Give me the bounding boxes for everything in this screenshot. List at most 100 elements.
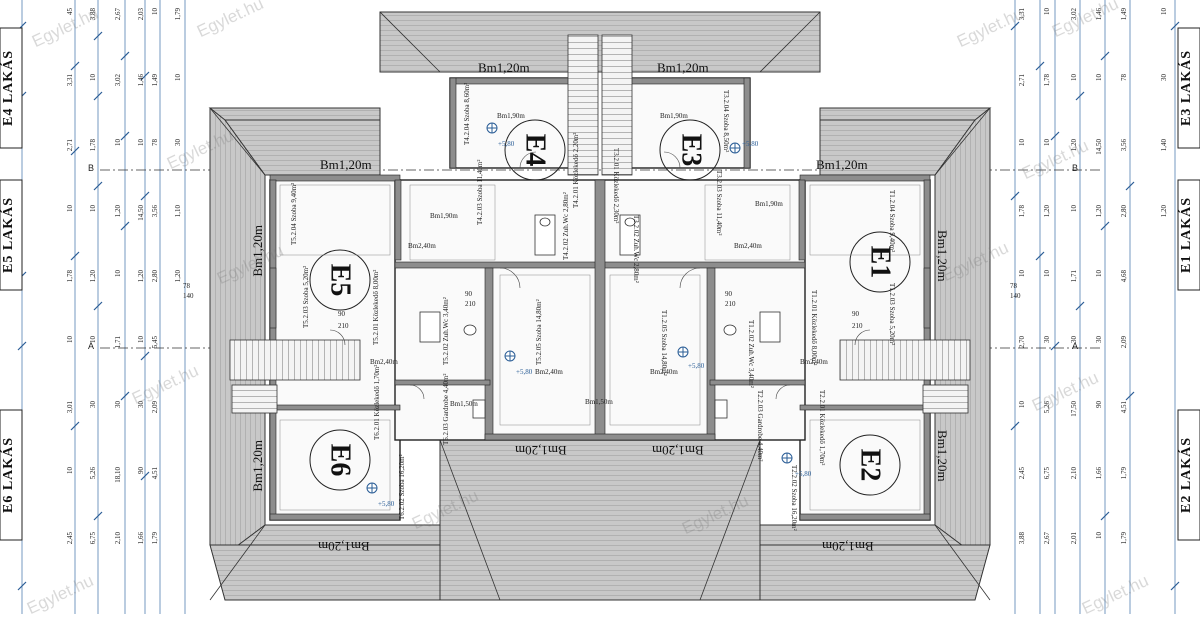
side-label-e4: E4 LAKÁS	[1, 49, 16, 127]
dimension-value: 4,51	[151, 466, 159, 480]
room-label: T6.2.02 Szoba 16,20m²	[398, 454, 406, 520]
door-width: 140	[1010, 292, 1021, 300]
dimension-value: 1,71	[114, 335, 122, 349]
dimension-value: 5,45	[151, 335, 159, 349]
dimension-value: 30	[89, 401, 97, 409]
dimension-value: 1,79	[174, 8, 182, 21]
dimension-value: 30	[137, 401, 145, 409]
dimension-value: 1,20	[137, 270, 145, 283]
dimension-value: 2,45	[1018, 466, 1026, 480]
dimension-value: 10	[137, 335, 145, 343]
room-label: T5.2.02 Zuh.Wc 3,40m²	[442, 297, 450, 365]
dimension-ticks	[17, 21, 1180, 591]
room-label: T1.2.01 Közlekedő 8,00m²	[810, 290, 818, 366]
room-label: T6.2.03 Gardrobe 4,40m²	[442, 373, 450, 445]
dimension-value: 10	[1043, 270, 1051, 278]
dimension-value: 1,78	[1018, 204, 1026, 217]
side-label-boxes	[0, 27, 1200, 541]
dimension-value: 90	[1095, 401, 1103, 409]
room-label: T5.2.01 Közlekedő 8,00m²	[372, 269, 380, 345]
dimension-value: 1,46	[137, 73, 145, 86]
unit-circles	[309, 119, 911, 496]
dimension-value: 10	[89, 204, 97, 212]
door-width: 90	[725, 290, 732, 298]
bm-small: Bm1,90m	[497, 112, 525, 120]
axis-label-a: A	[88, 341, 95, 351]
level-text: +5,80	[742, 140, 759, 148]
dimension-value: 5,26	[89, 466, 97, 480]
room-label: T1.2.05 Szoba 14,80m²	[660, 310, 668, 376]
bm-label: Bm1,20m	[935, 430, 950, 482]
dimension-value: 10	[137, 139, 145, 147]
axis-label-a: A	[1072, 341, 1079, 351]
dimension-value: 10	[66, 335, 74, 343]
room-label: T1.2.03 Szoba 5,20m²	[888, 283, 896, 346]
unit-label-e6: E6	[324, 443, 356, 477]
dimension-value: 1,49	[151, 73, 159, 86]
dimension-value: 2,80	[1120, 204, 1128, 217]
room-label: T4.2.02 Zuh.Wc 2,80m²	[562, 192, 570, 260]
dimension-value: 10	[174, 73, 182, 81]
dimension-lines-left	[21, 0, 186, 614]
dimension-value: 1,20	[89, 270, 97, 283]
dimension-value: 30	[1070, 335, 1078, 343]
bm-small: Bm1,90m	[660, 112, 688, 120]
dimension-lines-right	[1014, 0, 1176, 614]
bm-label: Bm1,20m	[478, 60, 530, 75]
bm-label: Bm1,20m	[515, 443, 567, 458]
dimension-value: 1,20	[1070, 139, 1078, 152]
dimension-value: 30	[114, 401, 122, 409]
dimension-value: 1,49	[1120, 8, 1128, 21]
dimension-value: 2,70	[1018, 335, 1026, 349]
room-label: T3.2.01 Közlekedő 2,30m²	[612, 148, 620, 224]
bm-label: Bm1,20m	[816, 157, 868, 172]
dimension-value: 1,79	[151, 532, 159, 545]
bm-label: Bm1,20m	[318, 539, 370, 554]
staircases	[229, 34, 971, 414]
dimension-value: 10	[1018, 401, 1026, 409]
dimension-value: 10	[1018, 139, 1026, 147]
door-width: 90	[465, 290, 472, 298]
level-markers	[366, 122, 793, 494]
door-width: 210	[338, 322, 349, 330]
unit-label-e4: E4	[519, 133, 551, 167]
dimension-value: 10	[1095, 73, 1103, 81]
dimension-value: 14,50	[137, 204, 145, 221]
room-label: T4.2.03 Szoba 11,40m²	[476, 159, 484, 225]
dimension-value: 78	[151, 139, 159, 147]
dimension-value: 10	[1043, 8, 1051, 15]
dimension-value: 3,56	[1120, 139, 1128, 152]
bm-small: Bm2,40m	[800, 358, 828, 366]
door-width: 90	[852, 310, 859, 318]
unit-label-e5: E5	[324, 263, 356, 297]
bm-small: Bm2,40m	[650, 368, 678, 376]
door-width: 210	[725, 300, 736, 308]
room-label: T5.2.04 Szoba 9,40m²	[290, 182, 298, 245]
room-label: T2.2.03 Gardrobe 4,40m²	[756, 390, 764, 462]
dimension-value: 6,75	[1043, 466, 1051, 480]
dimension-value: 2,67	[1043, 532, 1051, 545]
bathroom-fixtures	[419, 214, 781, 419]
dimension-value: 30	[1043, 335, 1051, 343]
room-label: T2.2.01 Közlekedő 1,70m²	[818, 390, 826, 466]
bm-small: Bm1,90m	[755, 200, 783, 208]
dimension-value: 1,46	[1095, 8, 1103, 21]
bm-small: Bm1,50m	[585, 398, 613, 406]
door-width: 210	[852, 322, 863, 330]
roof-planes	[208, 11, 992, 601]
dimension-value: 3,31	[1018, 8, 1026, 21]
dimension-value: 10	[89, 335, 97, 343]
dimension-value: 1,66	[137, 532, 145, 545]
side-label-e5: E5 LAKÁS	[1, 196, 16, 274]
dimension-value: 1,79	[1120, 532, 1128, 545]
dimension-value: 3,01	[66, 401, 74, 414]
dimension-value: 10	[114, 270, 122, 278]
room-label: T6.2.01 Közlekedő 1,70m²	[373, 364, 381, 440]
room-label: T1.2.04 Szoba 9,40m²	[888, 190, 896, 253]
interior-lines	[279, 184, 921, 511]
dimension-value: 1,78	[1043, 73, 1051, 86]
room-label: T3.2.02 Zuh.Wc 2,80m²	[632, 215, 640, 283]
dimension-value: 2,71	[66, 139, 74, 152]
bm-label: Bm1,20m	[822, 539, 874, 554]
